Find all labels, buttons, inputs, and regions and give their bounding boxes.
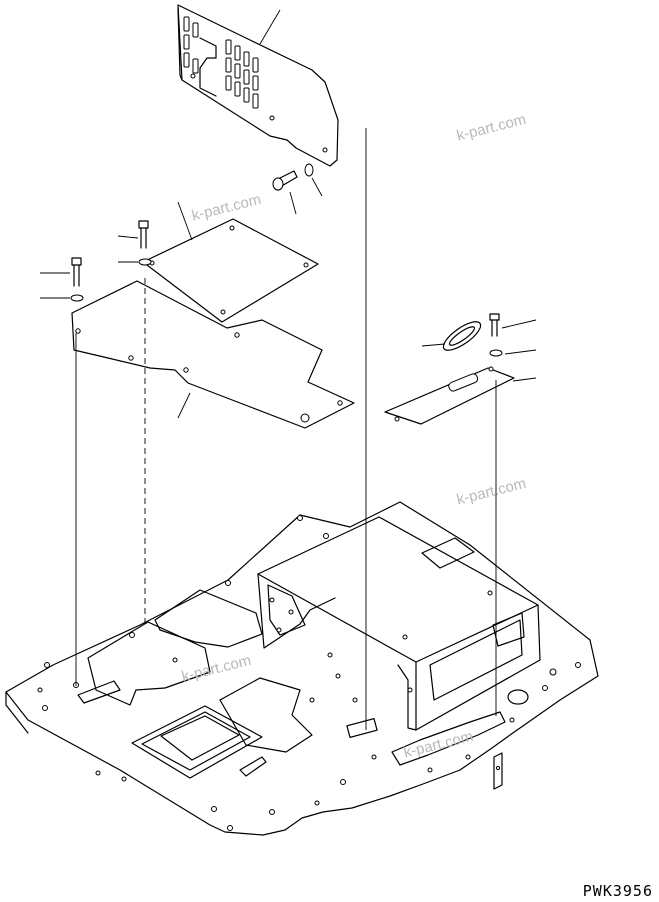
right-small-plate	[384, 313, 537, 425]
alignment-lines	[75, 128, 497, 730]
vent-slots	[183, 16, 259, 109]
cover-bolt	[272, 163, 323, 215]
base-frame	[5, 501, 599, 836]
bolts-left	[40, 220, 152, 302]
louvered-cover-panel	[177, 4, 339, 167]
control-box	[257, 516, 541, 731]
lower-floor-plate	[71, 280, 355, 429]
drawing-code: PWK3956	[582, 882, 653, 900]
upper-cover-plate	[142, 201, 319, 323]
